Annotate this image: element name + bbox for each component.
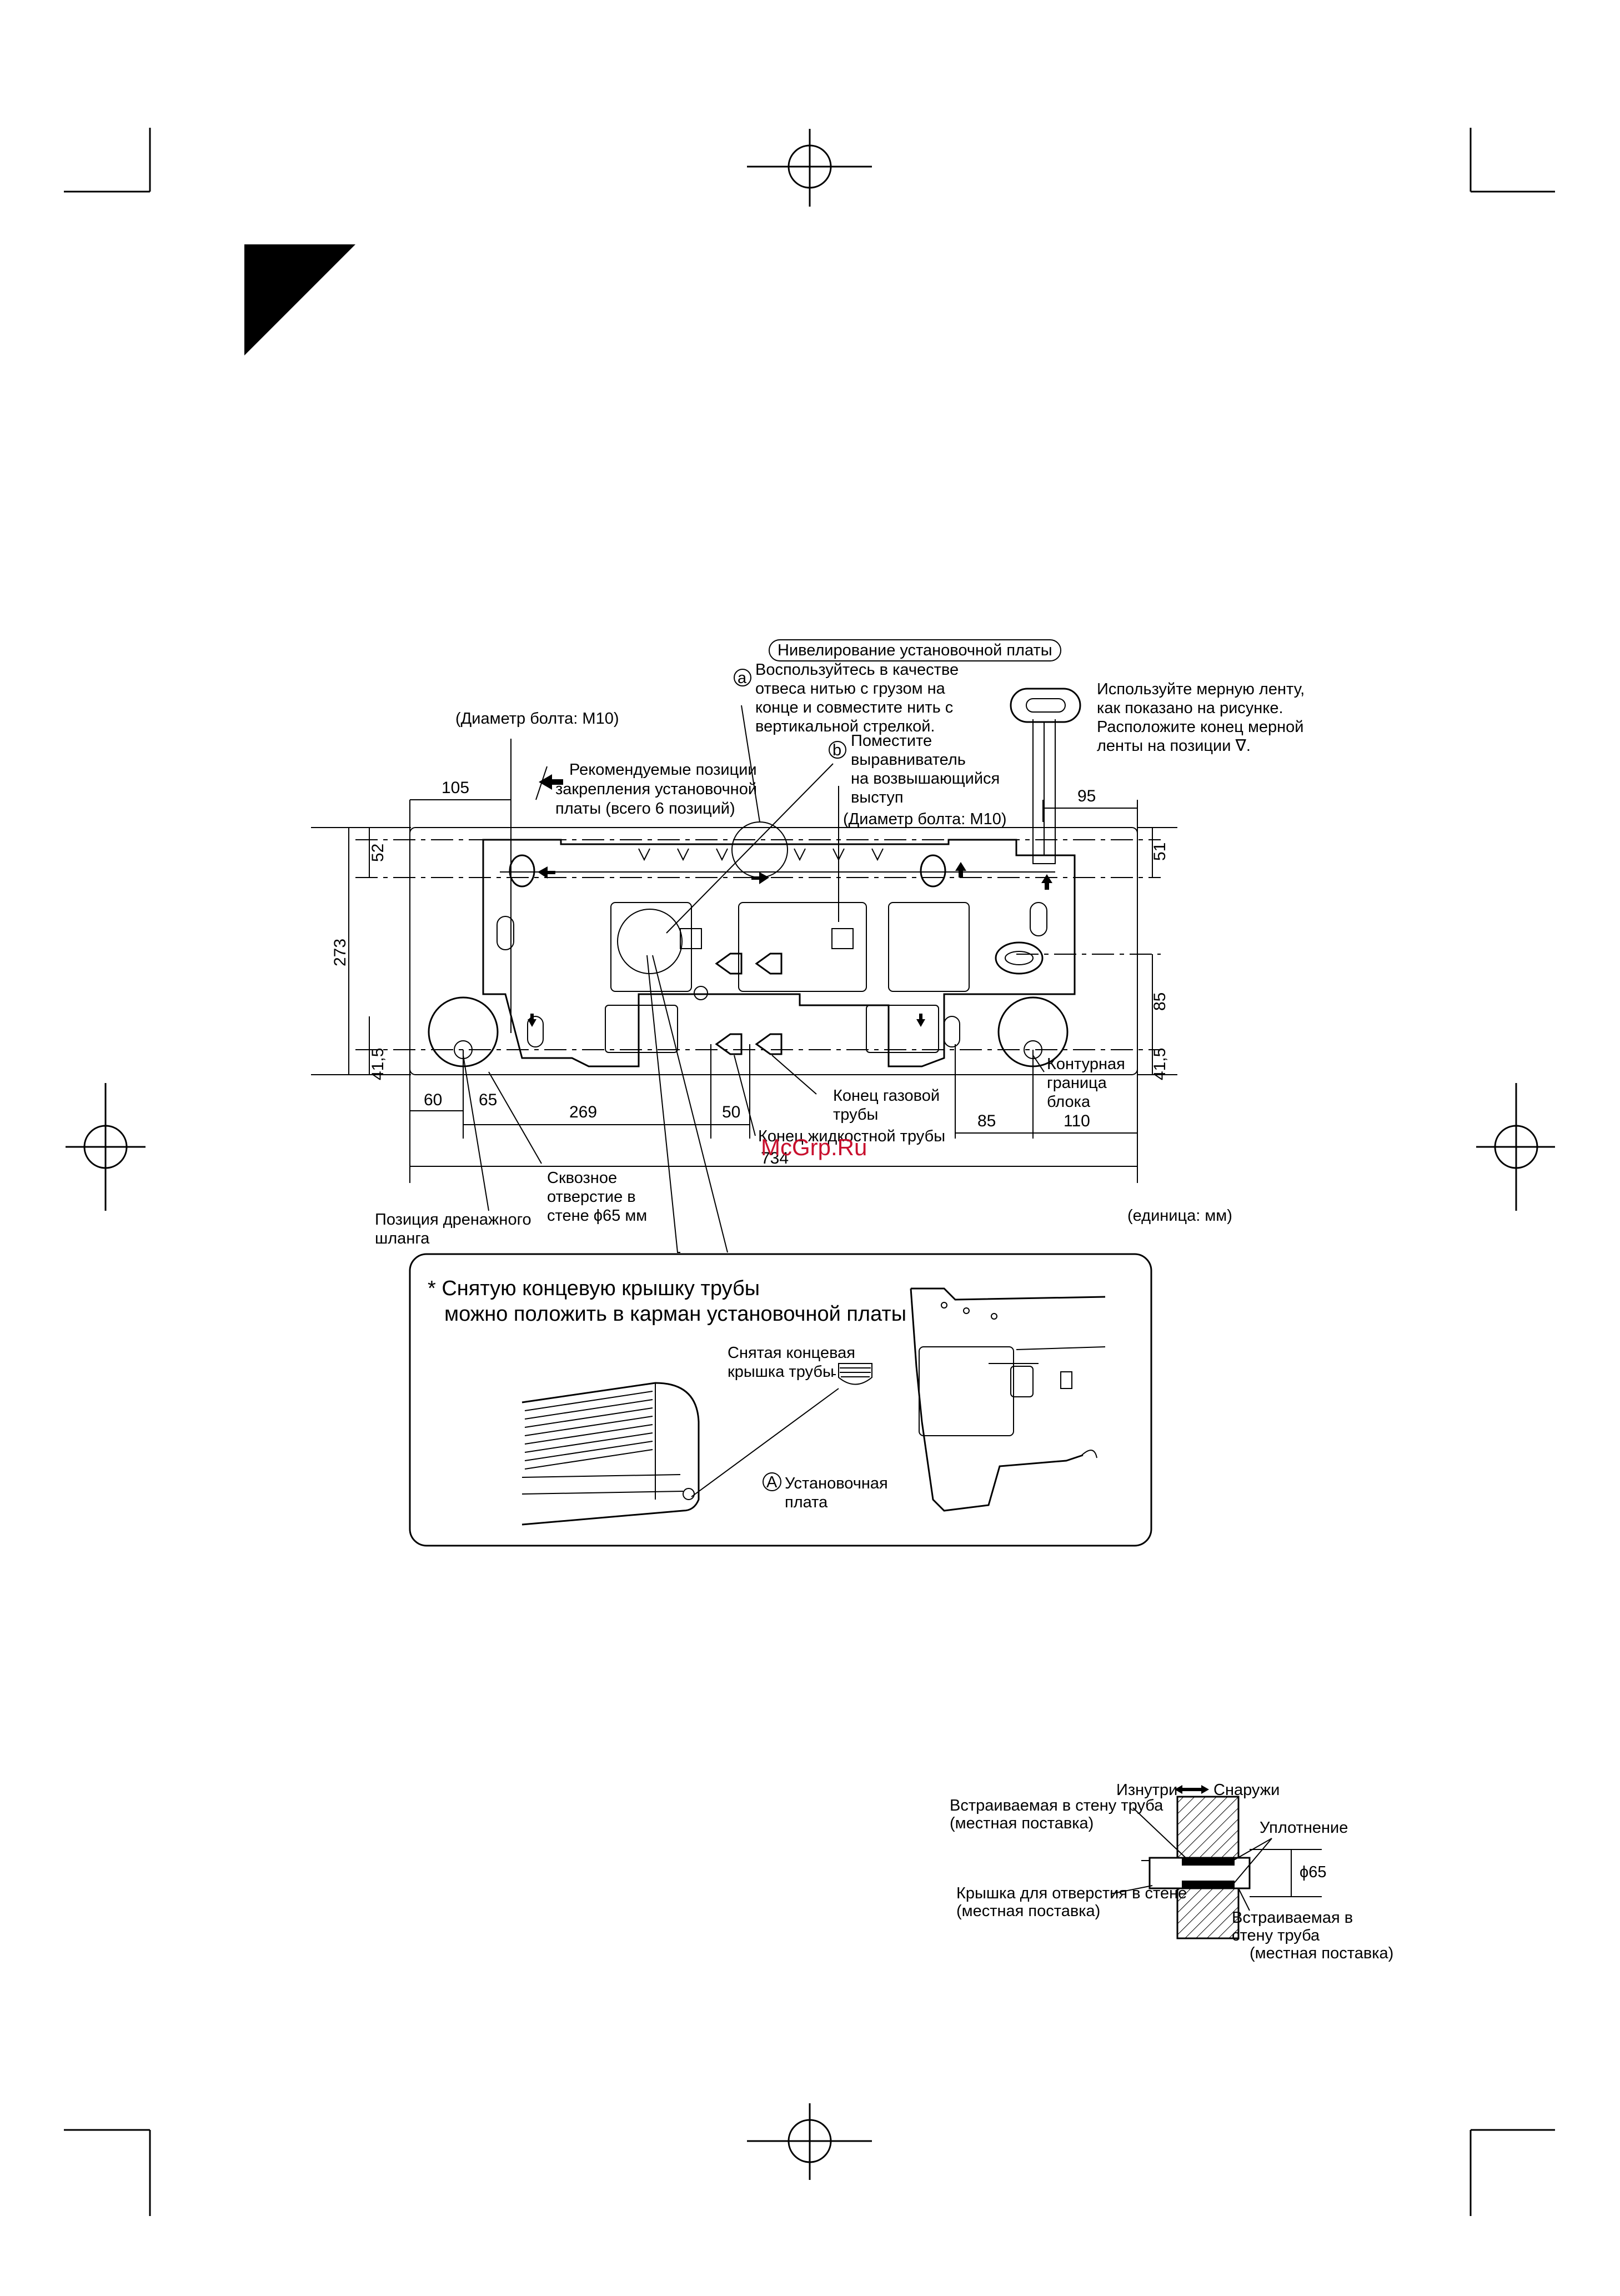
dim-65: 65 [479, 1091, 497, 1109]
registration-target-right [1476, 1083, 1555, 1211]
marker-b: b [832, 741, 841, 759]
leveling-a-line-1: Воспользуйтесь в качестве [755, 661, 959, 679]
drain-line-1: Позиция дренажного [375, 1211, 531, 1229]
leveling-title: Нивелирование установочной платы [778, 641, 1052, 659]
leveling-a-line-4: вертикальной стрелкой. [755, 718, 935, 735]
unit-label: (единица: мм) [1127, 1207, 1232, 1225]
wall-inside: Изнутри [1116, 1781, 1177, 1799]
through-hole-line-3: стене ϕ65 мм [547, 1207, 647, 1225]
wall-pipe-top-line-1: Встраиваемая в стену труба [950, 1797, 1163, 1814]
recommended-line-2: закрепления установочной [555, 780, 757, 798]
recommended-line-3: платы (всего 6 позиций) [555, 800, 735, 818]
leveling-b-line-4: выступ [851, 789, 904, 806]
dim-51: 51 [1151, 843, 1169, 861]
dim-734: 734 [761, 1149, 789, 1167]
tape-note-line-3: Расположите конец мерной [1097, 718, 1303, 736]
wall-pipe-bottom-line-1: Встраиваемая в [1232, 1909, 1353, 1927]
marker-a: a [738, 669, 747, 687]
tape-note-line-4: ленты на позиции ∇. [1097, 737, 1251, 755]
crop-marks [64, 128, 1555, 2216]
tape-note-line-1: Используйте мерную ленту, [1097, 680, 1305, 698]
wall-pipe-top-line-2: (местная поставка) [950, 1814, 1094, 1832]
drain-line-2: шланга [375, 1230, 430, 1247]
marker-b-circle [829, 741, 846, 759]
contour-line-2: граница [1047, 1074, 1107, 1092]
registration-target-left [66, 1083, 146, 1211]
dim-41-5-right: 41,5 [1151, 1048, 1169, 1080]
dim-95: 95 [1077, 787, 1096, 805]
leader-lines [463, 705, 1045, 1253]
bolt-right: (Диаметр болта: M10) [843, 810, 1007, 828]
dim-85-horizontal: 85 [977, 1112, 996, 1130]
registration-target-top [747, 129, 872, 207]
dim-50: 50 [722, 1103, 740, 1121]
wall-pipe-bottom-line-3: (местная поставка) [1250, 1944, 1393, 1962]
dim-273: 273 [331, 939, 349, 966]
gas-pipe-line-1: Конец газовой [833, 1087, 940, 1105]
watermark: McGrp.Ru [761, 1134, 867, 1160]
wall-phi: ϕ65 [1300, 1863, 1327, 1881]
unit-contour [409, 827, 1138, 1075]
dim-85-vertical: 85 [1151, 992, 1169, 1011]
marker-A-circle [763, 1472, 781, 1491]
cap-line-1: Снятая концевая [728, 1344, 855, 1362]
corner-triangle-mark [244, 244, 355, 355]
dim-60: 60 [424, 1091, 442, 1109]
wall-section [1141, 1796, 1322, 1939]
leveling-a-line-2: отвеса нитью с грузом на [755, 680, 946, 698]
leveling-title-box [769, 639, 1061, 661]
leveling-b-line-3: на возвышающийся [851, 770, 1000, 788]
inset-note-line-2: можно положить в карман установочной пла… [444, 1302, 906, 1326]
plate-line-1: Установочная [785, 1475, 888, 1492]
contour-line-3: блока [1047, 1093, 1091, 1111]
inside-outside-arrow-icon [1175, 1785, 1209, 1794]
dim-105: 105 [442, 779, 469, 797]
wall-cover-line-2: (местная поставка) [956, 1902, 1100, 1920]
gas-pipe-line-2: трубы [833, 1106, 878, 1124]
through-hole-line-2: отверстие в [547, 1188, 636, 1206]
inset-box [409, 1253, 1152, 1547]
plate-line-2: плата [785, 1493, 828, 1511]
dim-52: 52 [369, 844, 387, 862]
dimension-lines [348, 799, 1153, 1167]
wall-seal: Уплотнение [1260, 1819, 1348, 1837]
marker-A: A [766, 1473, 778, 1491]
wall-cover-line-1: Крышка для отверстия в стене [956, 1884, 1187, 1902]
dim-269: 269 [569, 1103, 597, 1121]
plate-detail-illustration [910, 1287, 1106, 1512]
leveling-b-line-2: выравниватель [851, 751, 966, 769]
cap-line-2: крышка трубы [728, 1363, 834, 1381]
registration-target-bottom [747, 2103, 872, 2180]
indoor-unit-illustration [521, 1382, 700, 1526]
bolt-left: (Диаметр болта: M10) [455, 710, 619, 728]
dim-110: 110 [1064, 1112, 1090, 1130]
recommended-arrow-icon [539, 774, 563, 790]
inset-note-line-1: * Снятую концевую крышку трубы [428, 1277, 760, 1300]
reference-lines [311, 739, 1177, 1183]
dim-41-5-left: 41,5 [369, 1048, 387, 1080]
contour-line-1: Контурная [1047, 1055, 1125, 1073]
wall-outside: Снаружи [1213, 1781, 1280, 1799]
leveling-a-line-3: конце и совместите нить с [755, 699, 953, 716]
marker-a-circle [734, 669, 751, 686]
pipe-cap-icon [838, 1363, 872, 1385]
liquid-pipe-label: Конец жидкостной трубы [758, 1127, 945, 1145]
through-hole-line-1: Сквозное [547, 1169, 617, 1187]
leveling-b-line-1: Поместите [851, 732, 932, 750]
recommended-line-1: Рекомендуемые позиции [569, 761, 757, 779]
tape-note-line-2: как показано на рисунке. [1097, 699, 1283, 717]
wall-pipe-bottom-line-2: стену труба [1232, 1927, 1320, 1944]
